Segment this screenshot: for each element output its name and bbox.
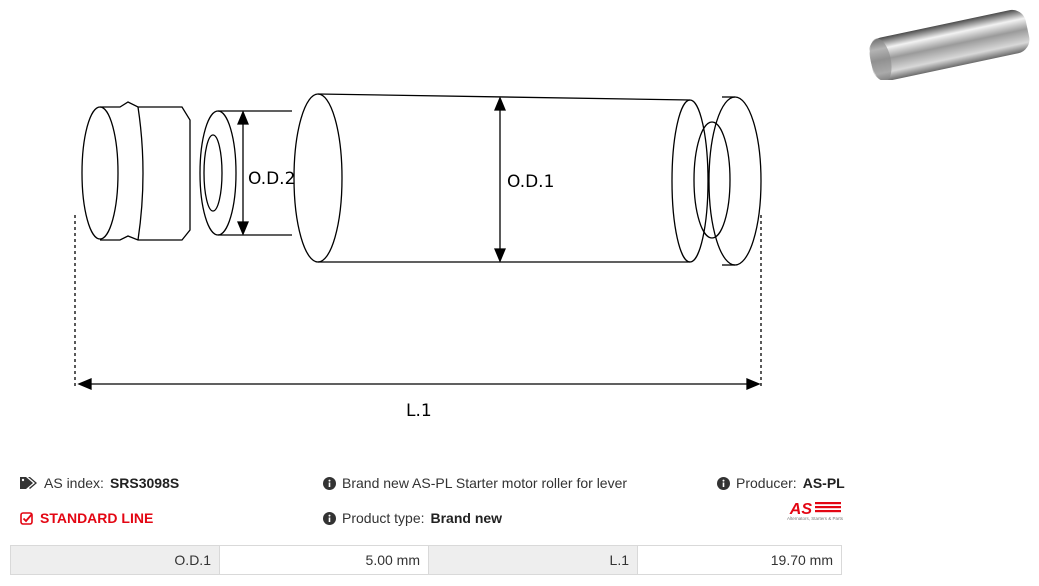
info-circle-icon	[323, 476, 336, 490]
spec-value: 5.00 mm	[219, 545, 429, 575]
od1-label: O.D.1	[507, 172, 554, 192]
logo-text: AS	[789, 501, 813, 518]
info-circle-icon	[323, 511, 336, 525]
technical-drawing: O.D.2 O.D.1 L.1	[74, 93, 762, 421]
product-type-value: Brand new	[430, 510, 503, 526]
check-square-icon	[20, 511, 34, 525]
producer: Producer: AS-PL	[717, 475, 845, 491]
logo-tagline: Alternators, Starters & Parts	[787, 516, 844, 521]
producer-value: AS-PL	[802, 475, 845, 491]
product-line: STANDARD LINE	[20, 510, 153, 526]
l1-label: L.1	[406, 401, 432, 421]
product-type: Product type: Brand new	[323, 510, 502, 526]
od2-label: O.D.2	[248, 169, 295, 189]
spec-table: O.D.1 5.00 mm L.1 19.70 mm	[10, 545, 842, 575]
description-text: Brand new AS-PL Starter motor roller for…	[342, 475, 628, 491]
producer-label: Producer:	[736, 475, 797, 491]
as-index-label: AS index:	[44, 475, 104, 491]
as-index: AS index: SRS3098S	[20, 475, 179, 491]
product-type-label: Product type:	[342, 510, 425, 526]
spec-label: L.1	[428, 545, 638, 575]
info-circle-icon	[717, 476, 730, 490]
spec-label: O.D.1	[10, 545, 220, 575]
product-line-text: STANDARD LINE	[40, 510, 154, 526]
product-info: AS index: SRS3098S Brand new AS-PL Start…	[0, 470, 1039, 530]
spec-value: 19.70 mm	[637, 545, 842, 575]
as-index-value: SRS3098S	[109, 475, 180, 491]
description: Brand new AS-PL Starter motor roller for…	[323, 475, 627, 491]
table-row: O.D.1 5.00 mm L.1 19.70 mm	[10, 545, 842, 575]
as-logo: AS Alternators, Starters & Parts	[787, 501, 844, 521]
tags-icon	[20, 476, 38, 490]
product-photo	[868, 9, 1030, 80]
